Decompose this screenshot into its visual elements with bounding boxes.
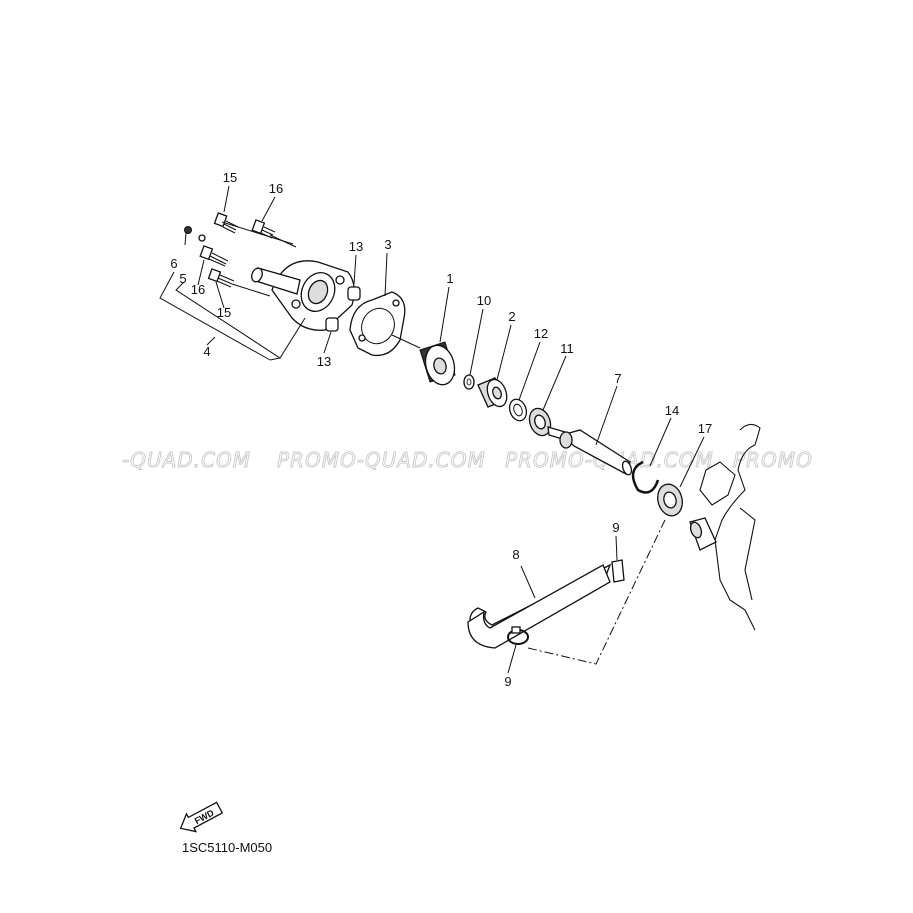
callout-10: 10 [477, 293, 491, 308]
callout-15: 15 [217, 305, 231, 320]
seal-2 [477, 377, 508, 408]
hose-8 [467, 563, 612, 649]
circlip-14 [631, 460, 660, 494]
oil-seal-17 [657, 483, 683, 517]
crankcase-section [689, 423, 761, 631]
callout-2: 2 [508, 309, 515, 324]
bearing-11 [528, 407, 552, 437]
clamp-9-upper [611, 559, 625, 583]
watermark-text: PROMO [733, 448, 813, 472]
callout-1: 1 [446, 271, 453, 286]
fwd-arrow: FWD [179, 801, 224, 833]
callout-13: 13 [317, 354, 331, 369]
callout-17: 17 [698, 421, 712, 436]
callout-12: 12 [534, 326, 548, 341]
watermark-text: PROMO-QUAD.COM [277, 448, 486, 472]
callout-13: 13 [349, 239, 363, 254]
impeller-1 [391, 334, 456, 386]
washer-10 [463, 374, 475, 390]
callout-14: 14 [665, 403, 679, 418]
callout-16: 16 [191, 282, 205, 297]
washer-5 [198, 234, 206, 242]
callout-4: 4 [203, 344, 210, 359]
callout-9: 9 [504, 674, 511, 689]
shaft-7 [547, 426, 633, 476]
callout-9: 9 [612, 520, 619, 535]
diagram-code: 1SC5110-M050 [182, 840, 272, 855]
watermark-text: -QUAD.COM [122, 448, 251, 472]
bolt-16-upper [251, 219, 297, 248]
bolt-16-lower [199, 245, 229, 267]
callouts: 15 16 13 3 6 5 1 16 10 15 2 12 4 11 13 7… [170, 170, 712, 689]
clamp-9-lower [507, 626, 529, 645]
callout-8: 8 [512, 547, 519, 562]
callout-16: 16 [269, 181, 283, 196]
callout-3: 3 [384, 237, 391, 252]
callout-6: 6 [170, 256, 177, 271]
gasket-3 [349, 291, 406, 357]
pump-cover-4 [251, 260, 355, 331]
bolt-6 [184, 226, 192, 246]
bolt-15-lower [207, 268, 271, 297]
leader-lines [159, 185, 705, 674]
callout-15: 15 [223, 170, 237, 185]
dowel-pin-13-upper [347, 286, 361, 301]
callout-5: 5 [179, 271, 186, 286]
washer-12 [508, 398, 528, 422]
callout-11: 11 [560, 341, 574, 356]
dowel-pin-13-lower [325, 317, 339, 332]
assembly-line [527, 519, 666, 665]
callout-7: 7 [614, 371, 621, 386]
